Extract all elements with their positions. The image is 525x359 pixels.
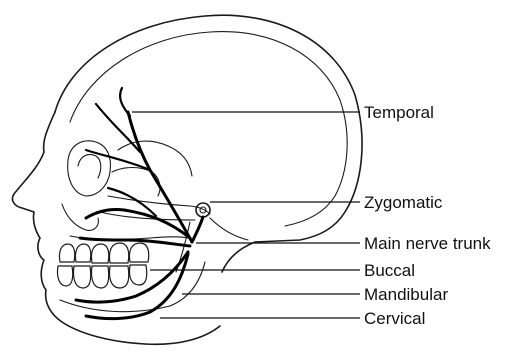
label-zygomatic: Zygomatic — [364, 193, 443, 212]
mastoid — [210, 218, 248, 240]
tooth — [75, 244, 90, 262]
tooth — [109, 266, 128, 288]
tooth — [57, 266, 72, 286]
label-buccal: Buccal — [364, 261, 415, 280]
label-cervical: Cervical — [364, 309, 425, 328]
tooth — [129, 265, 146, 285]
lower-teeth — [57, 265, 146, 288]
tooth — [109, 243, 128, 263]
tooth — [73, 266, 90, 288]
label-temporal: Temporal — [364, 103, 434, 122]
head-contour — [55, 15, 362, 272]
tooth — [91, 266, 108, 288]
temporal-ridge — [118, 141, 192, 176]
labels: Temporal Zygomatic Main nerve trunk Bucc… — [364, 103, 491, 328]
tooth — [91, 244, 108, 263]
orbit-inner — [78, 154, 101, 178]
nasal-cavity — [62, 204, 98, 230]
label-main-nerve-trunk: Main nerve trunk — [364, 234, 491, 253]
head-outline — [12, 15, 362, 344]
upper-teeth — [59, 243, 148, 263]
neck-line — [145, 326, 220, 344]
label-mandibular: Mandibular — [364, 285, 448, 304]
tooth — [129, 243, 148, 262]
teeth — [57, 243, 148, 288]
tooth — [59, 244, 74, 262]
leader-lines — [132, 112, 360, 318]
orbit — [68, 141, 111, 196]
face-profile — [12, 112, 145, 344]
nerve-temporal-branch — [128, 112, 192, 242]
nerve-main-trunk — [192, 217, 203, 242]
ear-canal — [196, 203, 210, 217]
